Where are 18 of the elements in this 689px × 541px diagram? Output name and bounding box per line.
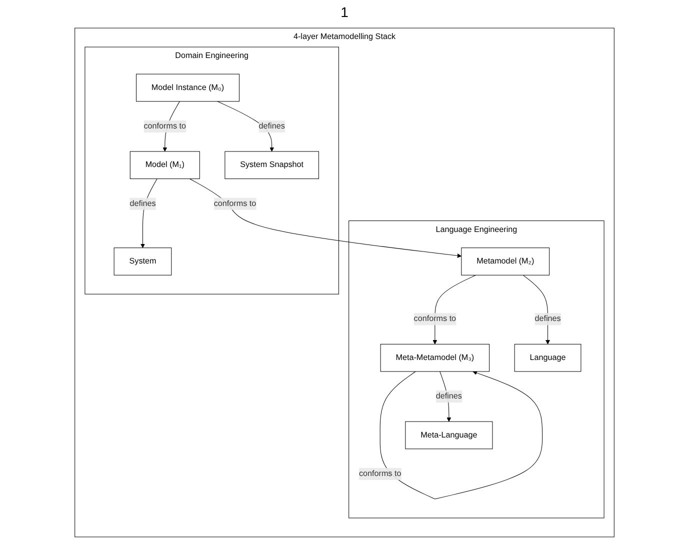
edge-label: defines: [534, 314, 561, 324]
node-box: Model Instance (M₀): [136, 74, 240, 102]
edge-label: conforms to: [214, 199, 256, 208]
note-label: 1: [340, 4, 348, 20]
edge-label: conforms to: [144, 122, 186, 130]
node-box: System Snapshot: [224, 151, 319, 180]
node-box: Language: [514, 344, 582, 372]
node-box: Meta-Language: [405, 421, 493, 450]
edge-label: defines: [258, 122, 285, 130]
edge-label: conforms to: [414, 314, 456, 324]
edge-label: defines: [436, 392, 462, 401]
arrow: [189, 178, 462, 258]
node-box: Metamodel (M₂): [461, 248, 550, 276]
edge-label: conforms to: [358, 469, 402, 478]
node-box: Meta-Metamodel (M₃): [380, 344, 490, 372]
node-box: System: [114, 248, 172, 276]
edge-label: defines: [130, 199, 156, 208]
node-box: Model (M₁): [130, 151, 200, 180]
